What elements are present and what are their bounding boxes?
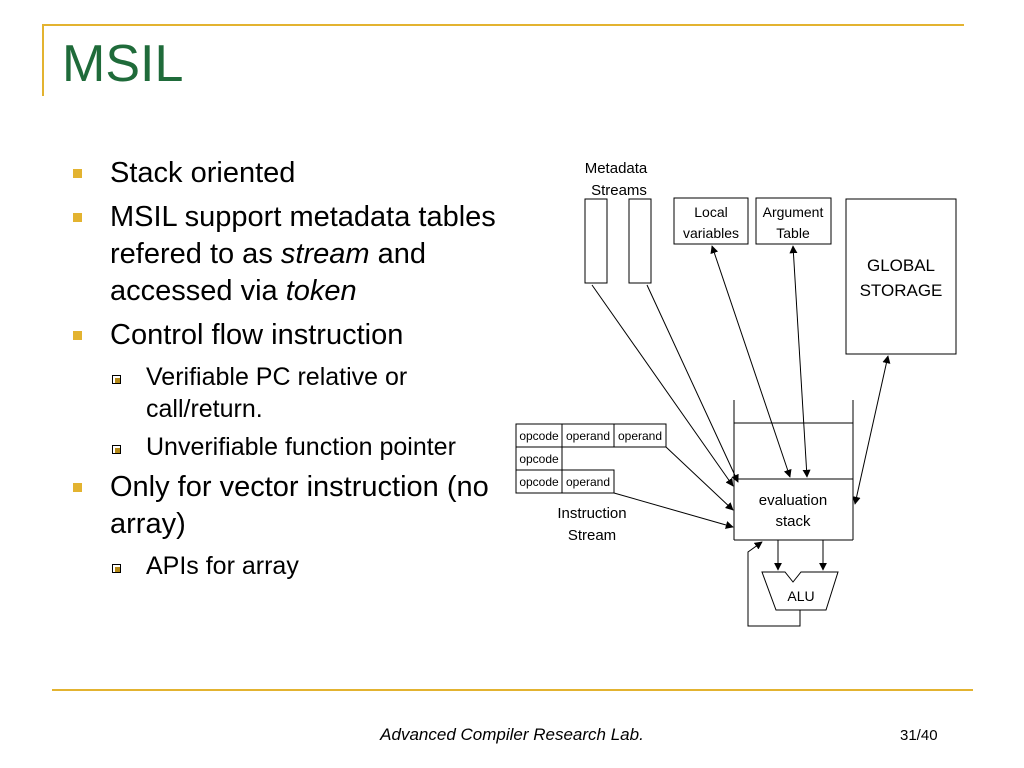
bullet-item: Only for vector instruction (no array) [70,469,510,543]
opcode-label: opcode [519,452,559,466]
local-variables-label: Local [694,204,727,220]
operand-label: operand [618,429,662,443]
evaluation-stack-label: stack [775,513,811,530]
alu-label: ALU [787,588,814,604]
argument-table-label: Argument [763,204,824,220]
global-storage-box [845,198,957,355]
instruction-cell [561,469,615,494]
argument-table-box [755,197,832,245]
argument-table-arrow [789,245,811,478]
slide-title: MSIL [62,35,184,93]
bullet-emphasis: token [285,275,357,307]
bullet-text: Control flow instruction [110,319,404,351]
bullet-square-icon [73,213,82,222]
local-variables-box [673,197,749,245]
sub-bullet-item: Unverifiable function pointer [70,431,510,463]
bullet-square-icon [73,483,82,492]
sub-bullet-item: Verifiable PC relative or call/return. [70,361,510,425]
evaluation-stack-label: evaluation [759,492,827,509]
alu-feedback-arrow [747,541,801,627]
bullet-item: Control flow instruction [70,317,510,354]
metadata-label: Streams [591,182,647,199]
sub-bullet-text: Verifiable PC relative or call/return. [146,363,408,423]
footer-text: Advanced Compiler Research Lab. [380,725,644,744]
argument-table-label: Table [776,225,810,241]
opcode-label: opcode [519,429,559,443]
instruction-stream-label: Instruction [557,505,626,522]
local-variables-label: variables [683,225,739,241]
metadata-label: Metadata [585,160,648,177]
bullet-item: MSIL support metadata tables refered to … [70,199,510,310]
sub-bullet-text: Unverifiable function pointer [146,433,456,461]
sub-bullet-text: APIs for array [146,552,299,580]
global-storage-label: GLOBAL [867,256,935,275]
footer-rule [52,689,973,691]
bullet-text: and accessed via [110,238,426,307]
sub-bullet-icon [112,375,121,384]
bullet-square-icon [73,331,82,340]
sub-bullet-icon [112,564,121,573]
sub-bullet-item: APIs for array [70,550,510,582]
sub-bullet-icon [112,445,121,454]
instruction-to-stack-arrow [613,492,734,529]
frame-top-line [42,24,964,26]
bullet-list: Stack oriented MSIL support metadata tab… [70,155,510,588]
operand-label: operand [566,429,610,443]
opcode-label: opcode [519,475,559,489]
frame-left-line [42,24,44,96]
instruction-to-stack-arrow [665,446,734,511]
global-storage-label: STORAGE [860,281,943,300]
operand-label: operand [566,475,610,489]
metadata-stream-box [628,198,652,284]
global-storage-arrow [852,355,891,505]
local-variables-arrow [710,245,792,478]
bullet-square-icon [73,169,82,178]
metadata-stream-box [584,198,608,284]
metadata-to-stack-arrow [591,284,734,487]
bullet-emphasis: stream [280,238,370,270]
instruction-cell [613,423,667,448]
bullet-text: MSIL support metadata tables refered to … [110,201,496,270]
alu-shape [761,571,839,611]
page-number: 31/40 [900,727,938,744]
bullet-text: Only for vector instruction (no array) [110,471,489,540]
bullet-text: Stack oriented [110,157,296,189]
instruction-stream-label: Stream [568,527,616,544]
bullet-item: Stack oriented [70,155,510,192]
